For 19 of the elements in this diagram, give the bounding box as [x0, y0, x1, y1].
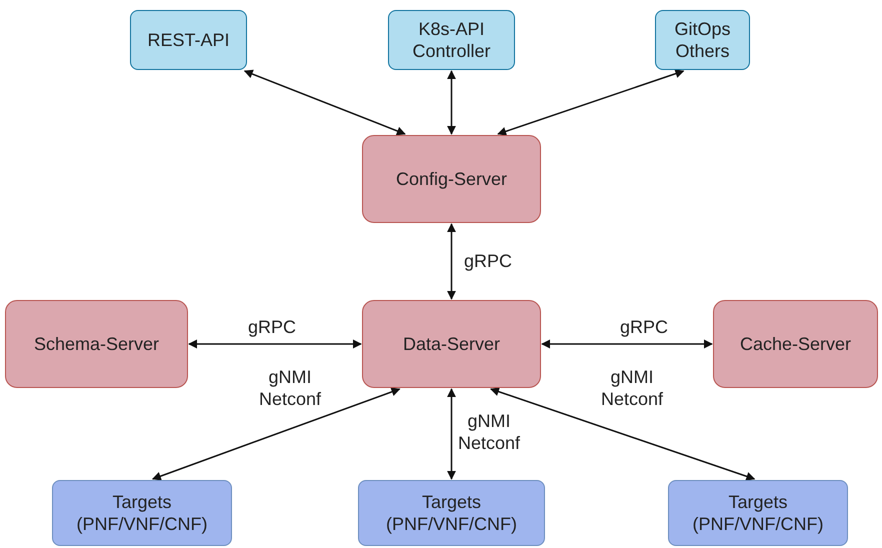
client-box: K8s-API Controller: [388, 10, 515, 70]
server-box: Cache-Server: [713, 300, 878, 388]
arrow: [541, 340, 713, 348]
arrow: [188, 340, 362, 348]
target-box: Targets (PNF/VNF/CNF): [52, 480, 232, 546]
arrow: [447, 70, 456, 135]
target-box: Targets (PNF/VNF/CNF): [668, 480, 848, 546]
client-box: REST-API: [130, 10, 247, 70]
arrow: [152, 388, 400, 480]
arrow: [447, 223, 456, 300]
server-box: Config-Server: [362, 135, 541, 223]
server-box: Schema-Server: [5, 300, 188, 388]
server-box: Data-Server: [362, 300, 541, 388]
arrow: [490, 387, 756, 481]
target-box: Targets (PNF/VNF/CNF): [358, 480, 545, 546]
arrow: [244, 70, 406, 136]
arrow: [497, 69, 684, 136]
arrow: [447, 388, 456, 480]
client-box: GitOps Others: [655, 10, 750, 70]
